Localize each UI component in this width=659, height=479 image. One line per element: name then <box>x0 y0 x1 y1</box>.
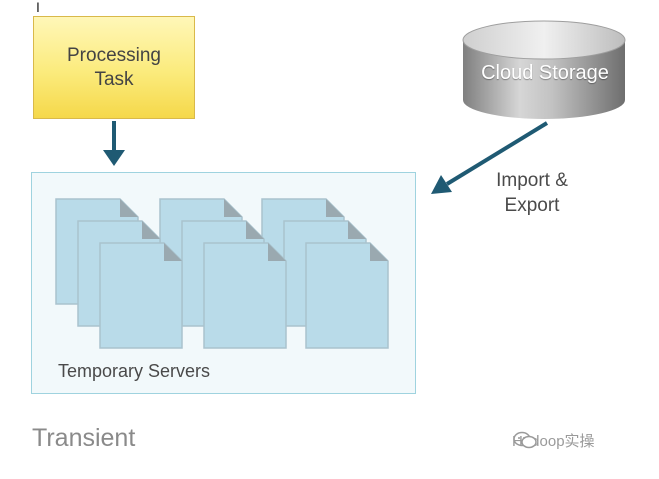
import-export-label: Import & Export <box>496 170 568 216</box>
server-stack-graphics <box>55 198 389 349</box>
server-document-icon <box>99 242 183 349</box>
server-document-icon <box>203 242 287 349</box>
storage-cylinder-icon <box>462 20 626 119</box>
temporary-servers-panel: Temporary Servers <box>31 172 416 394</box>
cloud-storage-label: Cloud Storage <box>481 62 609 84</box>
wechat-icon <box>513 431 537 449</box>
import-export-arrow <box>431 121 549 194</box>
task-to-servers-arrow <box>103 121 125 166</box>
server-document-icon <box>305 242 389 349</box>
processing-task-box: Processing Task <box>33 16 195 119</box>
watermark: Hadoop实操 <box>512 430 595 451</box>
temporary-servers-label: Temporary Servers <box>58 361 211 381</box>
text-cursor-icon: I <box>36 0 40 15</box>
processing-task-label: Processing Task <box>67 44 161 90</box>
transient-label: Transient <box>32 424 136 452</box>
